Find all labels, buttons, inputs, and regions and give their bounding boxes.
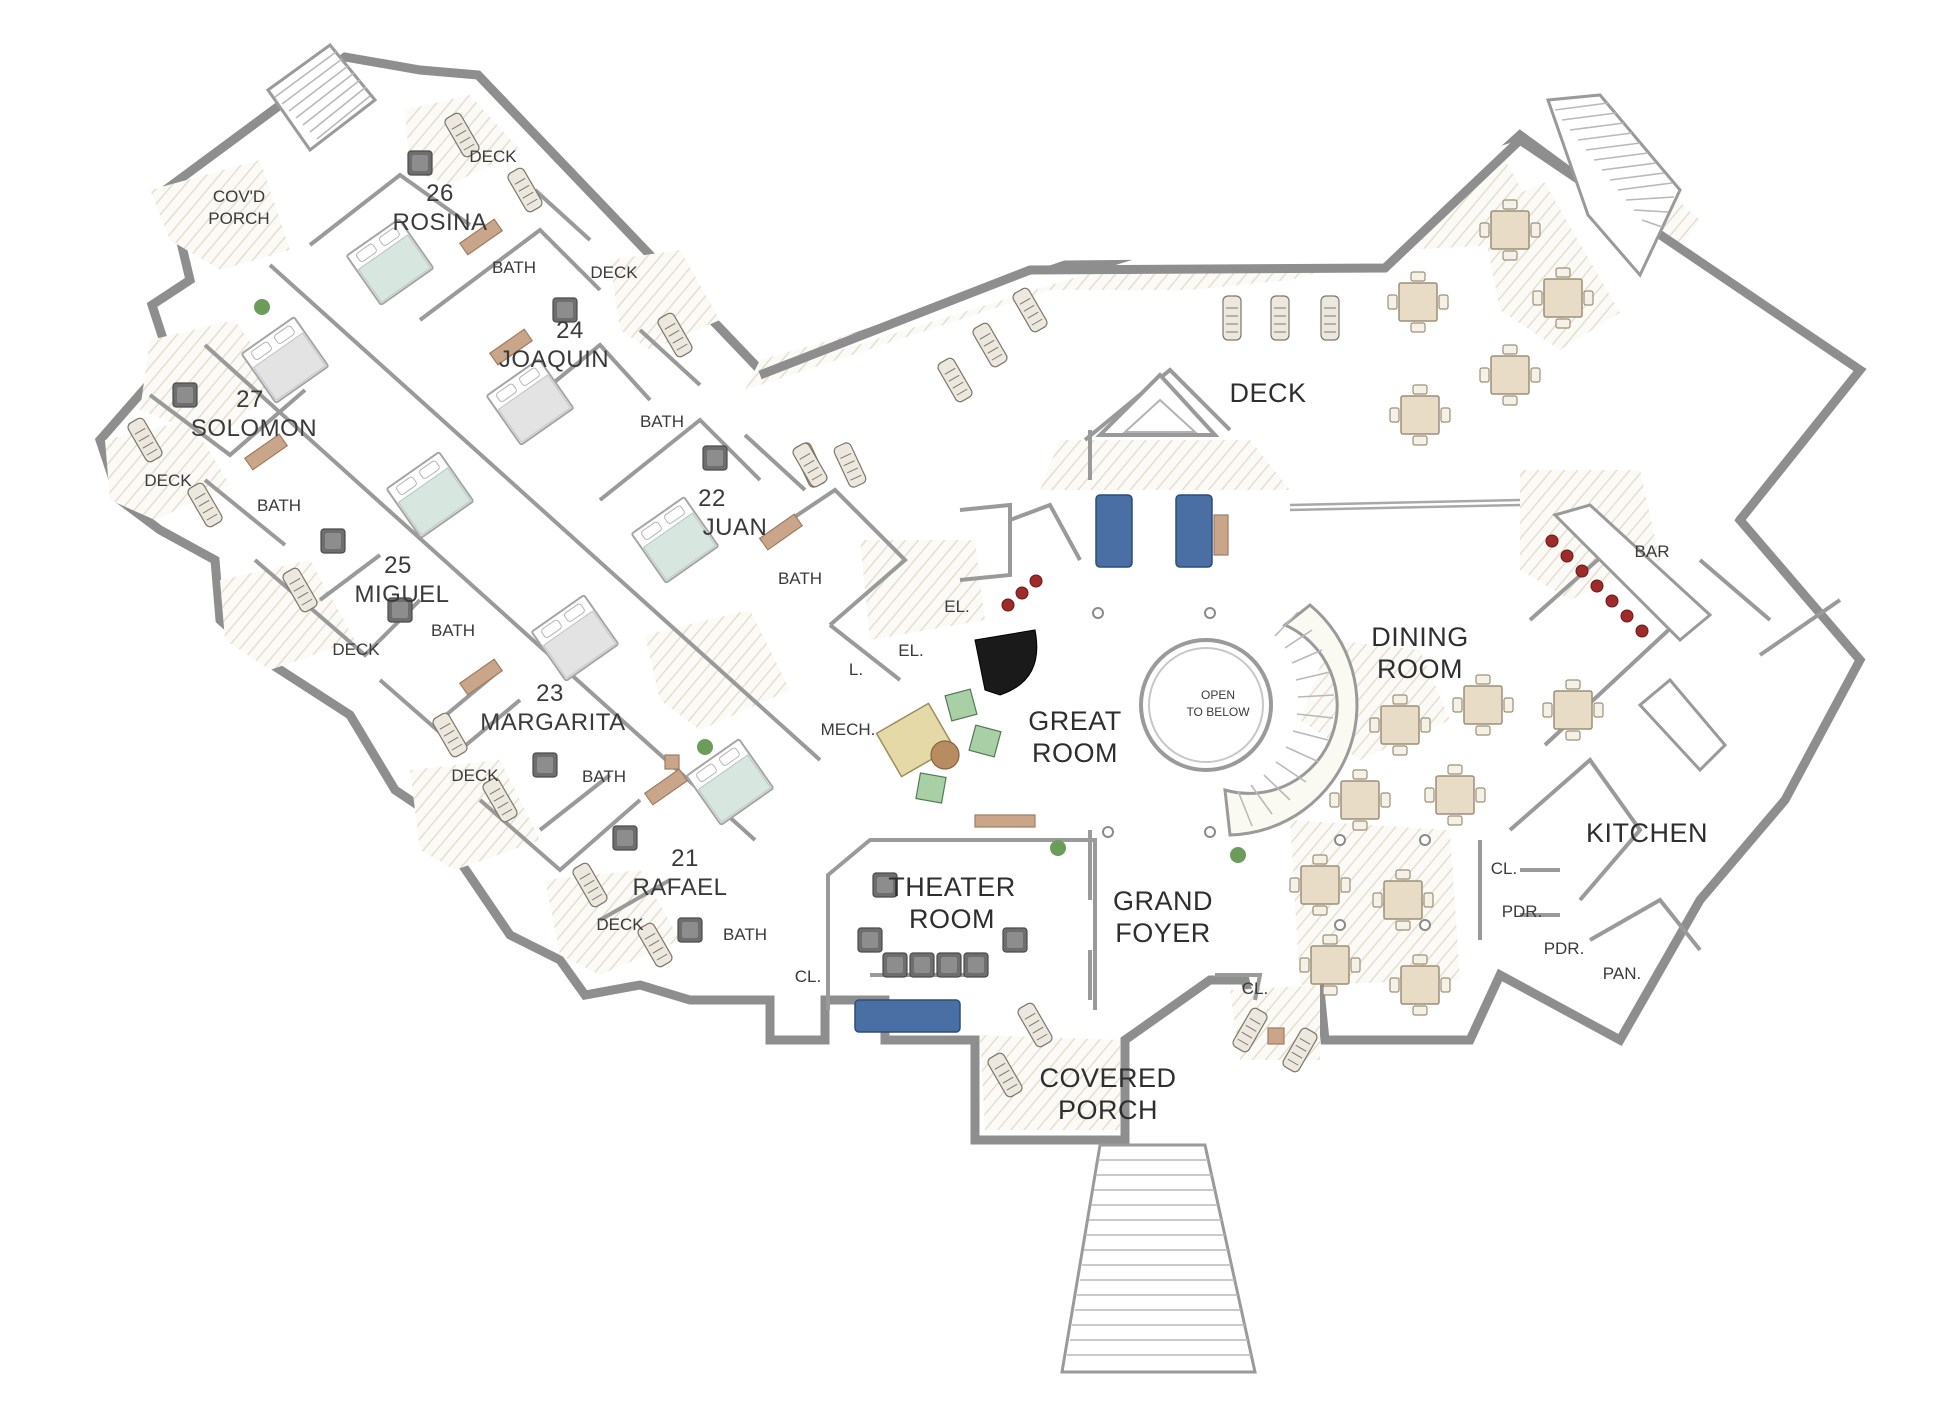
label-bath-26: BATH <box>492 258 536 277</box>
label-covd-porch-2: PORCH <box>208 209 269 228</box>
spiral-stair <box>1223 603 1359 837</box>
label-deck-26: DECK <box>469 147 517 166</box>
label-room-23-name: MARGARITA <box>480 709 625 736</box>
label-room-25-name: MIGUEL <box>354 581 449 608</box>
label-theater-room-1: THEATER <box>888 872 1016 902</box>
label-bath-21: BATH <box>723 925 767 944</box>
label-cl-theater: CL. <box>795 967 821 986</box>
labels: COV'D PORCH DECK 26 ROSINA BATH DECK 24 … <box>144 147 1708 1125</box>
label-room-22-number: 22 <box>698 485 726 512</box>
label-laundry: L. <box>849 660 863 679</box>
label-room-26-name: ROSINA <box>392 209 487 236</box>
sofa-theater <box>854 999 961 1033</box>
label-room-27-name: SOLOMON <box>191 415 317 442</box>
label-el-1: EL. <box>944 597 970 616</box>
label-main-deck: DECK <box>1229 378 1306 408</box>
label-room-23-number: 23 <box>536 680 564 707</box>
sofa-great-room-right <box>1175 494 1213 568</box>
label-room-21-number: 21 <box>671 845 699 872</box>
label-covered-porch-2: PORCH <box>1058 1095 1158 1125</box>
label-great-room-2: ROOM <box>1032 738 1118 768</box>
label-bath-24: BATH <box>640 412 684 431</box>
label-bath-23: BATH <box>582 767 626 786</box>
label-great-room-1: GREAT <box>1028 706 1122 736</box>
label-open-to-below-2: TO BELOW <box>1186 705 1250 719</box>
label-pdr-1: PDR. <box>1502 902 1543 921</box>
furniture <box>125 110 1728 1100</box>
stairs-northwest <box>265 42 378 153</box>
label-grand-foyer-1: GRAND <box>1113 886 1213 916</box>
label-open-to-below-1: OPEN <box>1201 688 1235 702</box>
label-dining-room-1: DINING <box>1371 622 1469 652</box>
sofa-great-room-left <box>1095 494 1133 568</box>
label-cl-kitchen: CL. <box>1491 859 1517 878</box>
stairs-south-entry <box>1060 1143 1257 1374</box>
label-bath-22: BATH <box>778 569 822 588</box>
label-room-26-number: 26 <box>426 180 454 207</box>
label-deck-21: DECK <box>596 915 644 934</box>
label-dining-room-2: ROOM <box>1377 654 1463 684</box>
label-room-22-name: JUAN <box>703 514 768 541</box>
label-room-25-number: 25 <box>384 552 412 579</box>
label-pdr-2: PDR. <box>1544 939 1585 958</box>
label-room-27-number: 27 <box>236 386 264 413</box>
grand-piano <box>974 629 1038 696</box>
label-mech: MECH. <box>821 720 876 739</box>
label-room-21-name: RAFAEL <box>632 874 727 901</box>
label-deck-23: DECK <box>451 766 499 785</box>
stairs-northeast <box>1545 93 1682 278</box>
label-deck-24: DECK <box>590 263 638 282</box>
main-deck-outline <box>758 93 1867 523</box>
columns <box>1092 607 1431 931</box>
label-cl-foyer: CL. <box>1242 979 1268 998</box>
label-grand-foyer-2: FOYER <box>1115 918 1211 948</box>
label-bath-27: BATH <box>257 496 301 515</box>
label-deck-25: DECK <box>332 640 380 659</box>
label-deck-27: DECK <box>144 471 192 490</box>
label-theater-room-2: ROOM <box>909 904 995 934</box>
open-to-below <box>1139 638 1273 772</box>
label-covd-porch-1: COV'D <box>213 187 265 206</box>
label-kitchen: KITCHEN <box>1586 818 1708 848</box>
label-bar: BAR <box>1635 542 1670 561</box>
label-pan: PAN. <box>1603 964 1641 983</box>
label-bath-25: BATH <box>431 621 475 640</box>
label-covered-porch-1: COVERED <box>1039 1063 1176 1093</box>
label-el-2: EL. <box>898 641 924 660</box>
label-room-24-name: JOAQUIN <box>499 346 609 373</box>
label-room-24-number: 24 <box>556 317 584 344</box>
